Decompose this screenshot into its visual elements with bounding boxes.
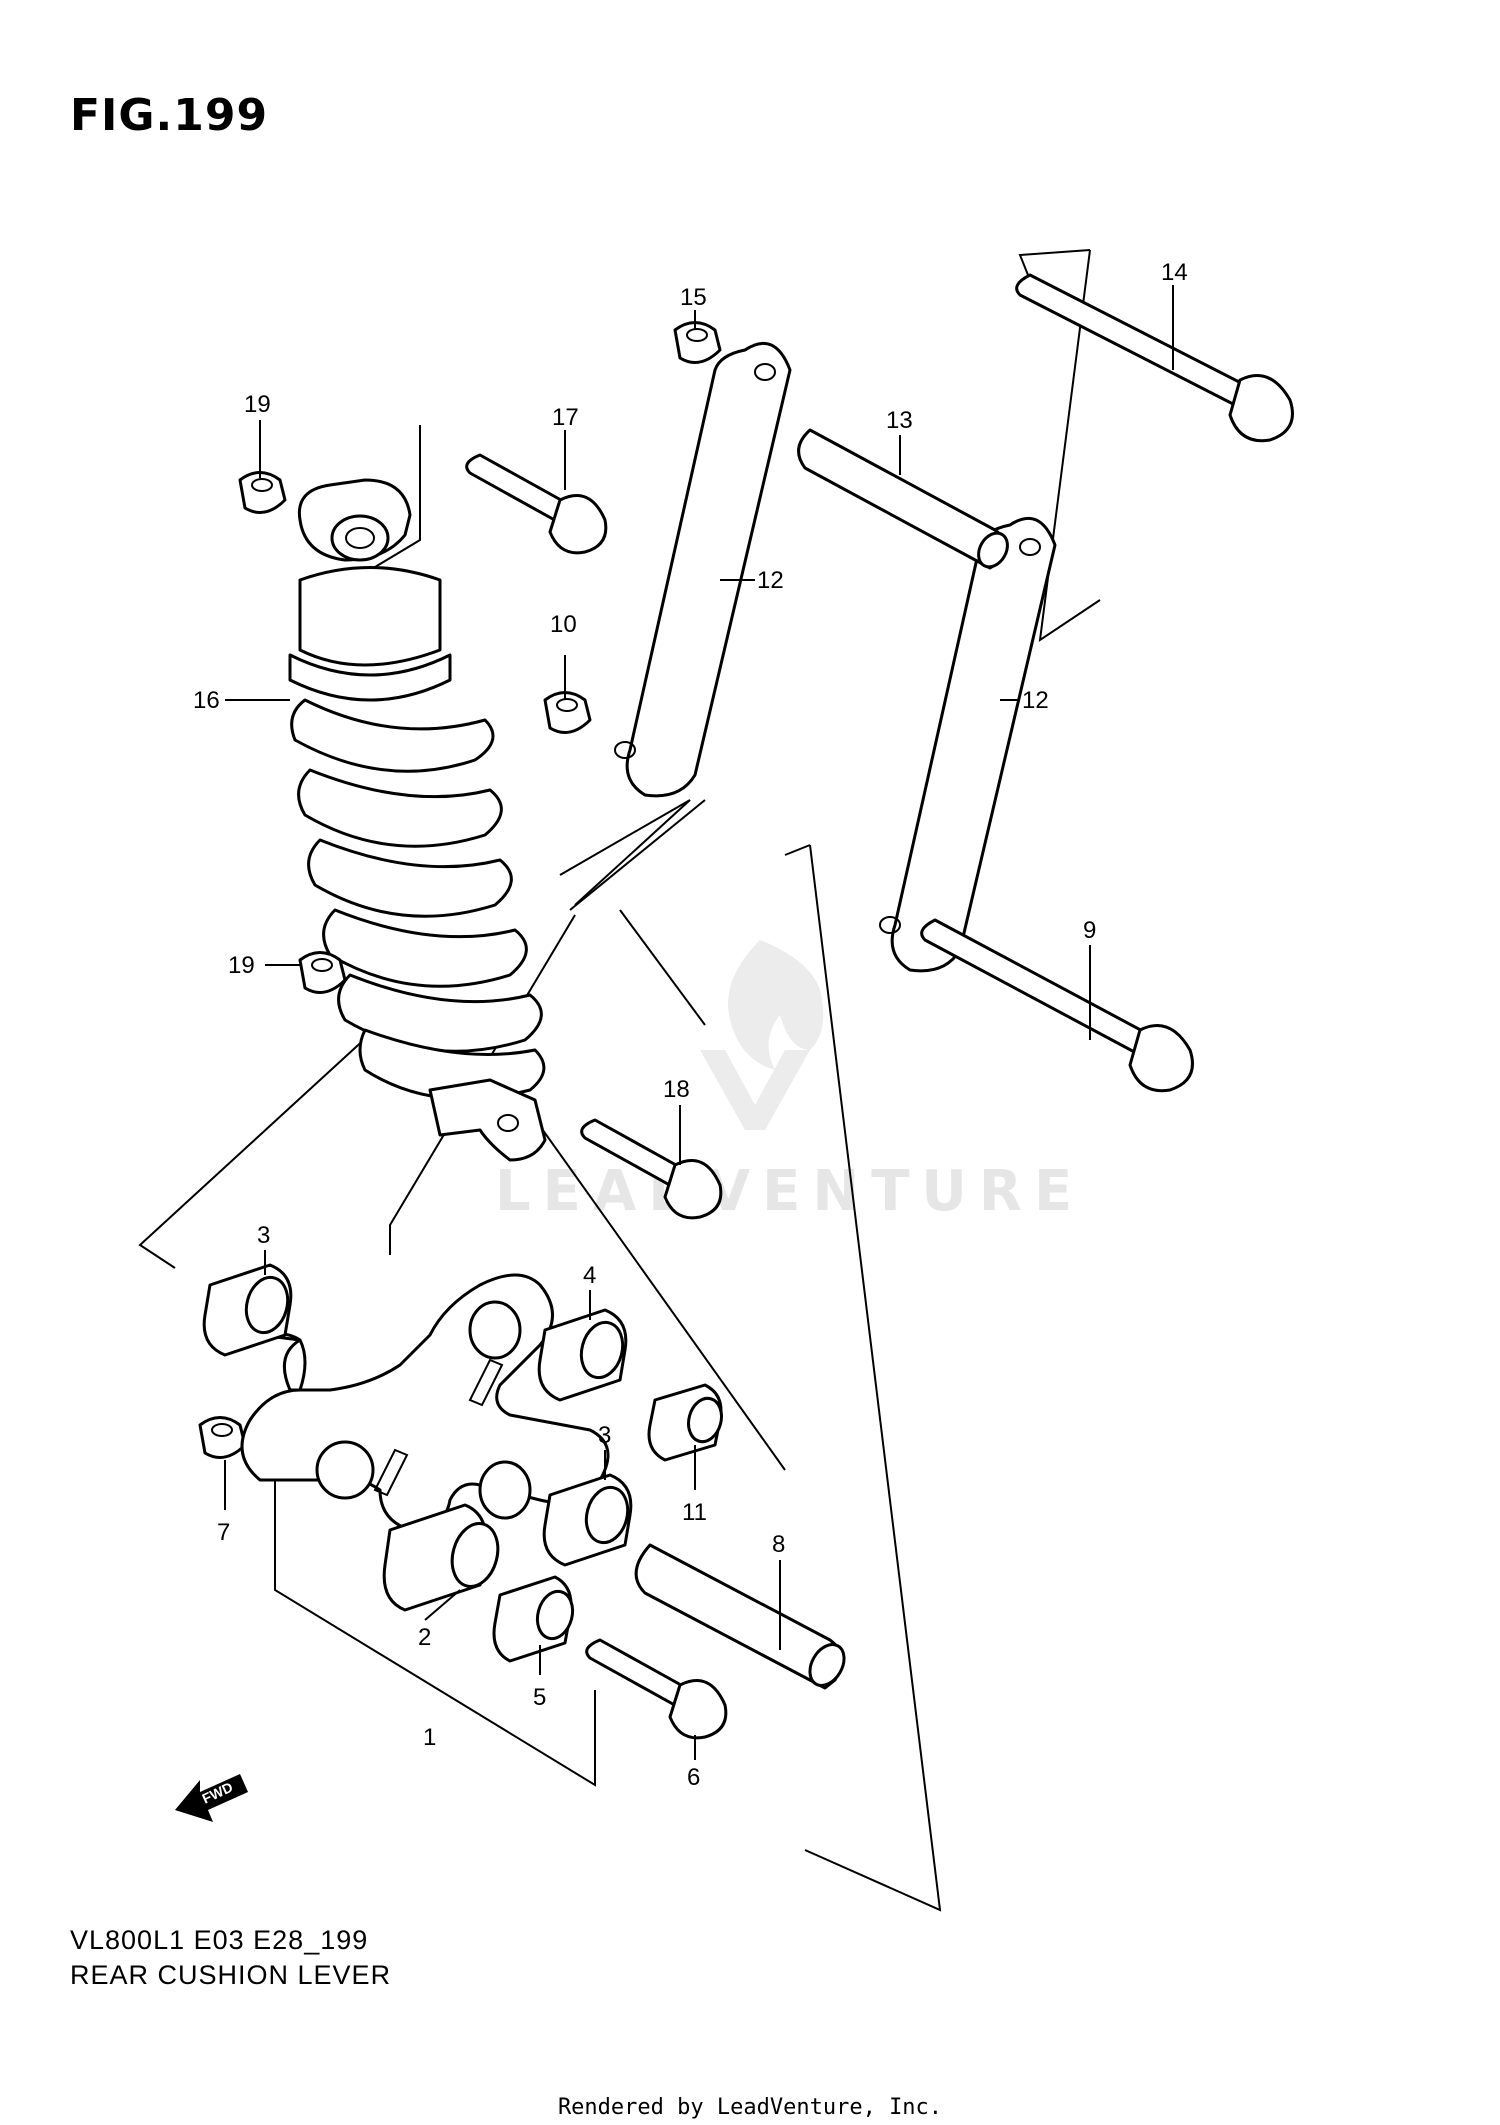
callout-2: 2 <box>418 1624 431 1651</box>
callout-3-right: 3 <box>598 1422 611 1449</box>
callout-17: 17 <box>552 404 579 431</box>
callout-6: 6 <box>687 1764 700 1791</box>
callout-leaders <box>224 285 1174 1760</box>
rendered-by-footer: Rendered by LeadVenture, Inc. <box>557 2095 943 2120</box>
bearing-3-left <box>202 1263 293 1357</box>
nut-19-top <box>238 471 287 514</box>
watermark-text: LEADVENTURE <box>495 1159 1084 1224</box>
bushing-11 <box>647 1383 723 1462</box>
bolt-17 <box>465 453 608 555</box>
callout-5: 5 <box>533 1684 546 1711</box>
callout-8: 8 <box>772 1531 785 1558</box>
nut-15 <box>673 321 722 364</box>
callout-10: 10 <box>550 611 577 638</box>
cushion-lever-1 <box>240 1273 610 1532</box>
callout-15: 15 <box>680 284 707 311</box>
callout-11: 11 <box>682 1499 707 1526</box>
callout-12-right: 12 <box>1022 687 1049 714</box>
callout-12-left: 12 <box>757 567 784 594</box>
rear-shock-absorber <box>288 478 547 1162</box>
nut-7 <box>198 1416 247 1459</box>
callout-numbers: 14 15 19 17 13 12 10 12 16 9 19 18 3 4 3… <box>193 259 1188 1791</box>
nut-10 <box>543 691 592 734</box>
bolt-9 <box>920 918 1194 1093</box>
bearing-2 <box>382 1503 500 1612</box>
bearing-3-right <box>542 1473 633 1567</box>
bolt-14 <box>1015 273 1294 443</box>
cushion-rods <box>614 341 1057 973</box>
model-code: VL800L1 E03 E28_199 <box>70 1925 369 1955</box>
spacer-shaft-13 <box>797 428 1009 570</box>
shaft-8 <box>634 1543 846 1690</box>
callout-7: 7 <box>217 1519 230 1546</box>
callout-19-bottom: 19 <box>228 952 255 979</box>
section-name: REAR CUSHION LEVER <box>70 1960 392 1990</box>
bolt-6 <box>585 1638 728 1740</box>
callout-4: 4 <box>583 1262 596 1289</box>
nut-19-bottom <box>298 951 347 994</box>
callout-3-left: 3 <box>257 1222 270 1249</box>
bolt-18 <box>580 1118 723 1220</box>
callout-19-top: 19 <box>244 391 271 418</box>
callout-18: 18 <box>663 1076 690 1103</box>
figure-title: FIG.199 <box>70 90 269 141</box>
callout-14: 14 <box>1161 259 1188 286</box>
leadventure-watermark: LEADVENTURE <box>495 940 1084 1224</box>
callout-9: 9 <box>1083 917 1096 944</box>
bearing-4 <box>537 1308 628 1402</box>
callout-16: 16 <box>193 687 220 714</box>
forward-direction-arrow: FWD <box>175 1774 248 1822</box>
bushing-5 <box>492 1575 575 1663</box>
callout-13: 13 <box>886 407 913 434</box>
callout-1: 1 <box>423 1724 436 1751</box>
